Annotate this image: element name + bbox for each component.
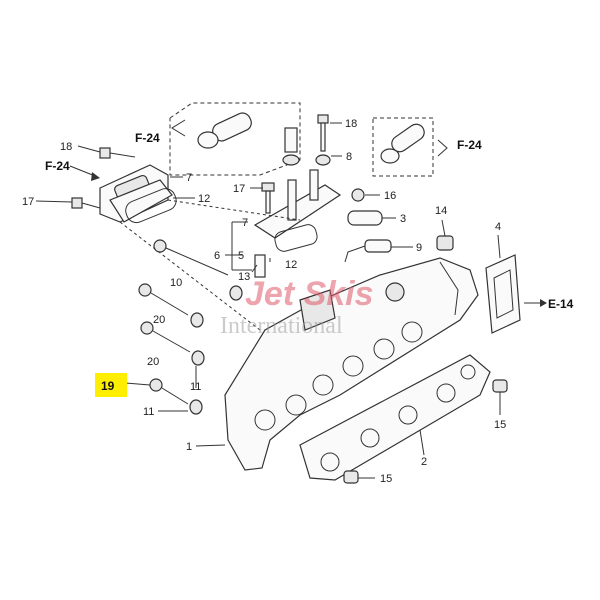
callout-18-right: 18 (345, 118, 357, 130)
bolt-16 (351, 188, 365, 202)
manifold-gasket-2 (299, 354, 491, 481)
callout-16: 16 (384, 190, 396, 202)
bolt-18-right (315, 114, 331, 166)
callout-7-left: 7 (186, 172, 192, 184)
washers-11 (189, 285, 243, 415)
bolt-18-left (99, 147, 136, 159)
reference-box-left (169, 102, 301, 176)
hose-right (380, 123, 425, 164)
callout-8: 8 (346, 151, 352, 163)
callout-13: 13 (238, 271, 250, 283)
callout-20-lower: 20 (147, 356, 159, 368)
dowel-15-bottom (343, 470, 359, 484)
ref-e14: E-14 (548, 297, 574, 311)
leader-lines (35, 122, 547, 479)
exhaust-manifold (224, 257, 479, 471)
stud-13 (254, 254, 266, 278)
ref-f24-top-left: F-24 (135, 131, 160, 145)
callout-7-center: 7 (242, 217, 248, 229)
highlight-19 (95, 373, 127, 397)
bolt-20-lower (140, 321, 191, 353)
callout-12-left: 12 (198, 193, 210, 205)
callout-1: 1 (186, 441, 192, 453)
bolt-17-left (71, 197, 101, 209)
callout-10: 10 (170, 277, 182, 289)
callout-17-left: 17 (22, 196, 34, 208)
bracket-assembly (253, 169, 342, 252)
outlet-gasket-4 (485, 254, 521, 334)
callout-4: 4 (495, 221, 501, 233)
bolt-19 (149, 378, 189, 405)
dowel-15-right (492, 379, 508, 393)
callout-14: 14 (435, 205, 447, 217)
ref-f24-right: F-24 (457, 138, 482, 152)
callout-15-right: 15 (494, 419, 506, 431)
callout-11-low: 11 (143, 406, 154, 418)
bolt-10 (153, 239, 229, 276)
callout-17-center: 17 (233, 183, 245, 195)
callout-3: 3 (400, 213, 406, 225)
ref-f24-left: F-24 (45, 159, 70, 173)
callout-19-highlighted: 19 (101, 379, 115, 393)
hose-left (197, 112, 252, 149)
watermark-line1: Jet Skis (245, 275, 374, 313)
callout-9: 9 (416, 242, 422, 254)
callout-12-center: 12 (285, 259, 297, 271)
part-3 (347, 210, 383, 226)
clip-top (282, 127, 300, 166)
callout-6: 6 (214, 250, 220, 262)
sensor-9 (344, 239, 392, 263)
bolt-20-upper (138, 283, 189, 316)
watermark-line2: International (220, 313, 343, 339)
callout-2: 2 (421, 456, 427, 468)
callout-20-upper: 20 (153, 314, 165, 326)
callout-11-mid: 11 (190, 381, 201, 393)
callout-18-left: 18 (60, 141, 72, 153)
callout-5: 5 (238, 250, 244, 262)
bolt-17-center (261, 182, 275, 214)
callout-15-bottom: 15 (380, 473, 392, 485)
gasket-left (125, 188, 177, 224)
nut-14 (436, 235, 454, 251)
reference-box-right (372, 117, 448, 177)
